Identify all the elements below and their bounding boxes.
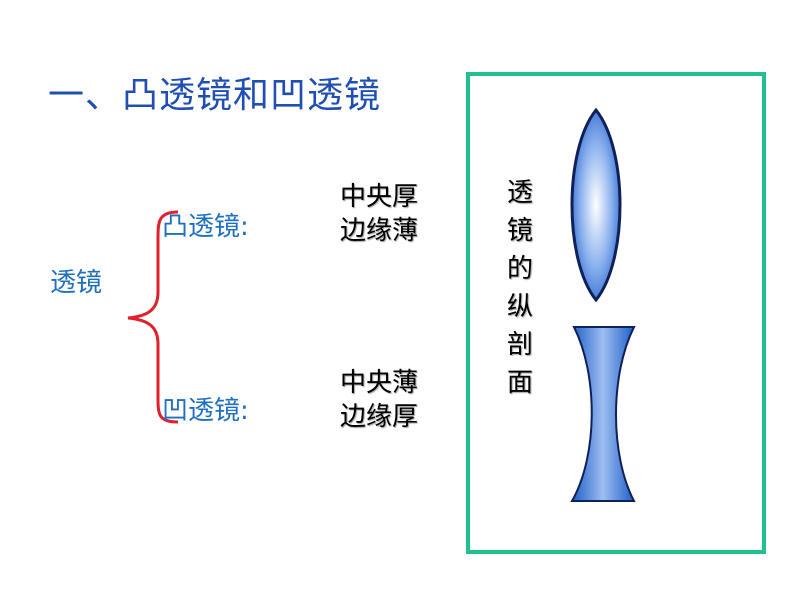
concave-feature-line-1: 中央薄 [340, 368, 419, 398]
vertical-caption: 透 镜 的 纵 剖 面 [503, 174, 537, 402]
lens-diagrams [570, 107, 636, 502]
vertical-char: 纵 [506, 292, 533, 322]
convex-lens-icon [570, 107, 622, 303]
convex-lens-label: 凸透镜: [162, 212, 249, 242]
concave-lens-icon [570, 326, 636, 502]
curly-brace-icon [127, 210, 179, 424]
concave-lens-feature: 中央薄 边缘厚 [340, 366, 418, 434]
slide-title: 一、凸透镜和凹透镜 [48, 75, 382, 116]
vertical-char: 透 [506, 178, 533, 208]
vertical-char: 的 [506, 254, 533, 284]
lens-section-frame [466, 72, 766, 554]
convex-feature-line-2: 边缘薄 [340, 216, 419, 246]
concave-feature-line-2: 边缘厚 [340, 402, 419, 432]
concave-lens-label: 凹透镜: [162, 396, 249, 426]
vertical-char: 镜 [506, 216, 533, 246]
convex-lens-feature: 中央厚 边缘薄 [340, 180, 418, 248]
lens-category-label: 透镜 [50, 268, 103, 298]
vertical-char: 面 [506, 368, 533, 398]
vertical-char: 剖 [506, 330, 533, 360]
convex-feature-line-1: 中央厚 [340, 182, 419, 212]
